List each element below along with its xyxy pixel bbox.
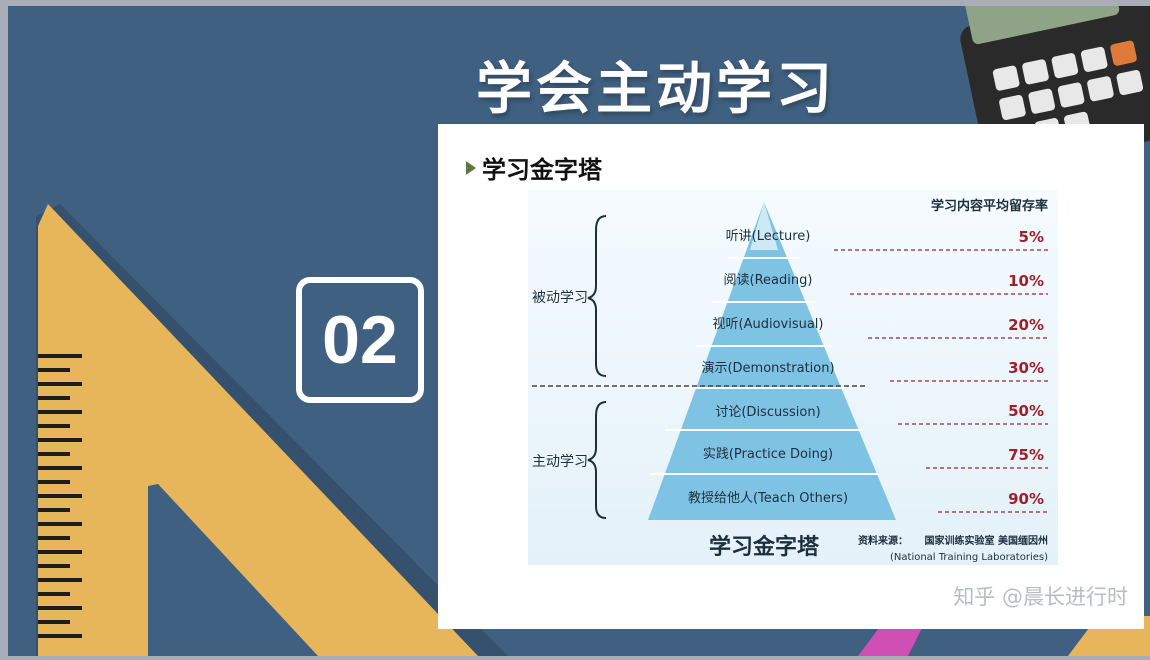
source-org: 国家训练实验室 美国缅因州 bbox=[925, 534, 1048, 547]
card-heading-text: 学习金字塔 bbox=[482, 156, 602, 184]
level-label: 阅读(Reading) bbox=[724, 273, 813, 288]
retention-value: 10% bbox=[1008, 272, 1044, 290]
retention-value: 90% bbox=[1008, 490, 1044, 508]
retention-value: 30% bbox=[1008, 359, 1044, 377]
ruler-ticks bbox=[38, 354, 82, 638]
triangle-ruler-icon bbox=[38, 204, 478, 656]
level-label: 听讲(Lecture) bbox=[726, 229, 811, 244]
section-number-badge: 02 bbox=[296, 277, 424, 403]
group-label: 主动学习 bbox=[532, 454, 588, 470]
level-label: 教授给他人(Teach Others) bbox=[688, 490, 848, 506]
retention-value: 5% bbox=[1019, 228, 1044, 246]
content-card: 学习金字塔 被动 bbox=[438, 124, 1144, 629]
pyramid-panel: 被动学习 主动学习 听讲(Lecture) 阅读(Reading) 视听(Aud… bbox=[528, 190, 1058, 565]
active-brace bbox=[587, 401, 607, 519]
pyramid-shape bbox=[648, 202, 896, 520]
card-heading: 学习金字塔 bbox=[466, 150, 602, 185]
section-number: 02 bbox=[322, 302, 398, 378]
level-label: 讨论(Discussion) bbox=[715, 405, 820, 420]
learning-pyramid-diagram: 被动学习 主动学习 听讲(Lecture) 阅读(Reading) 视听(Aud… bbox=[532, 198, 1048, 563]
passive-brace bbox=[587, 215, 607, 377]
slide: 学会主动学习 02 学习金字塔 bbox=[8, 6, 1150, 656]
source-org-en: (National Training Laboratories) bbox=[890, 552, 1048, 563]
level-label: 视听(Audiovisual) bbox=[713, 317, 824, 332]
group-label: 被动学习 bbox=[532, 290, 588, 306]
pyramid-caption: 学习金字塔 bbox=[709, 534, 820, 560]
retention-value: 20% bbox=[1008, 316, 1044, 334]
retention-value: 75% bbox=[1008, 446, 1044, 464]
slide-title: 学会主动学习 bbox=[476, 57, 836, 122]
watermark: 知乎 @晨长进行时 bbox=[953, 585, 1128, 609]
level-label: 实践(Practice Doing) bbox=[703, 447, 833, 462]
retention-value: 50% bbox=[1008, 402, 1044, 420]
source-label: 资料来源： bbox=[858, 534, 908, 547]
level-label: 演示(Demonstration) bbox=[701, 360, 834, 376]
retention-header: 学习内容平均留存率 bbox=[931, 198, 1048, 214]
triangle-bullet-icon bbox=[466, 160, 476, 175]
